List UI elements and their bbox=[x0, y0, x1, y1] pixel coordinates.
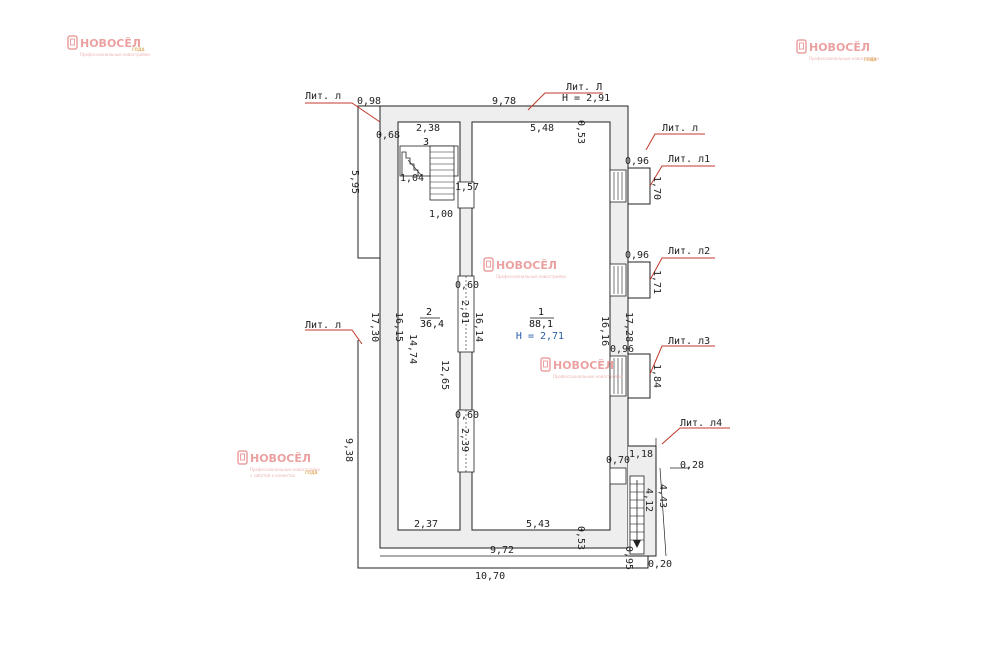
room-1-number: 1 bbox=[538, 307, 544, 318]
room-1-height: H = 2,71 bbox=[516, 331, 564, 342]
leader-lit-l2 bbox=[649, 257, 715, 281]
svg-text:НОВОСЁЛ: НОВОСЁЛ bbox=[496, 258, 557, 272]
dim-1-84: 1,84 bbox=[651, 364, 662, 388]
dim-1-18: 1,18 bbox=[629, 449, 653, 460]
leader-lit-L bbox=[527, 92, 603, 111]
leader-lit-l1 bbox=[649, 165, 715, 187]
dim-14-74: 14,74 bbox=[407, 334, 418, 364]
dim-9-38: 9,38 bbox=[343, 438, 354, 462]
dim-2-38: 2,38 bbox=[416, 123, 440, 134]
dim-2-39: 2,39 bbox=[459, 428, 470, 452]
dim-1-71: 1,71 bbox=[651, 270, 662, 294]
dim-4-12: 4,12 bbox=[643, 488, 654, 512]
svg-text:Профессиональные новостройки: Профессиональные новостройки bbox=[250, 467, 320, 472]
dim-1-00: 1,00 bbox=[429, 209, 453, 220]
svg-text:ГОДА: ГОДА bbox=[132, 47, 146, 52]
dim-0-53-bot: 0,53 bbox=[575, 526, 586, 550]
leader-lit-l-3 bbox=[305, 329, 363, 345]
svg-text:Профессиональные новостройки: Профессиональные новостройки bbox=[80, 52, 150, 57]
dim-0-68: 0,68 bbox=[376, 130, 400, 141]
dim-9-78: 9,78 bbox=[492, 96, 516, 107]
room-3-number: 3 bbox=[423, 137, 429, 148]
room-2-area: 36,4 bbox=[420, 319, 444, 330]
label-lit-l3: Лит. л3 bbox=[668, 336, 710, 347]
dim-0-53-top: 0,53 bbox=[575, 120, 586, 144]
dim-2-37: 2,37 bbox=[414, 519, 438, 530]
dim-0-60-b: 0,60 bbox=[455, 410, 479, 421]
svg-text:НОВОСЁЛ: НОВОСЁЛ bbox=[80, 36, 141, 50]
dim-0-70: 0,70 bbox=[606, 455, 630, 466]
stair-room-3 bbox=[399, 145, 459, 201]
dim-2-81: 2,81 bbox=[459, 300, 470, 324]
svg-text:НОВОСЁЛ: НОВОСЁЛ bbox=[250, 451, 311, 465]
leader-lit-l4 bbox=[661, 427, 730, 445]
dim-4-43: 4,43 bbox=[657, 484, 668, 508]
leader-lit-l3 bbox=[649, 345, 715, 375]
door-lower-right bbox=[609, 467, 627, 485]
watermark-center-lower: НОВОСЁЛ Профессиональные новостройки bbox=[540, 357, 623, 379]
dim-0-96-c: 0,96 bbox=[610, 344, 634, 355]
dim-17-28: 17,28 bbox=[623, 312, 634, 342]
svg-text:ГОДА: ГОДА bbox=[305, 470, 319, 475]
dim-0-28: 0,28 bbox=[680, 460, 704, 471]
label-lit-l-3: Лит. л bbox=[305, 320, 341, 331]
watermark-top-left: НОВОСЁЛ Профессиональные новостройки ГОД… bbox=[67, 35, 150, 57]
annex-l3 bbox=[628, 353, 651, 399]
annex-l1 bbox=[628, 167, 651, 205]
svg-text:НОВОСЁЛ: НОВОСЁЛ bbox=[809, 40, 870, 54]
dim-10-70: 10,70 bbox=[475, 571, 505, 582]
leader-lit-l-2 bbox=[645, 133, 705, 151]
svg-text:ГОДА: ГОДА bbox=[864, 57, 878, 62]
watermark-center: НОВОСЁЛ Профессиональные новостройки bbox=[483, 257, 566, 279]
outer-shell-outline bbox=[357, 105, 381, 259]
dim-0-95: 0,95 bbox=[623, 546, 634, 570]
dim-0-20: 0,20 bbox=[648, 559, 672, 570]
door-opening-top bbox=[457, 181, 475, 209]
label-lit-l1: Лит. л1 bbox=[668, 154, 710, 165]
label-lit-l-2: Лит. л bbox=[662, 123, 698, 134]
dim-0-60-a: 0,60 bbox=[455, 280, 479, 291]
dim-5-95: 5,95 bbox=[349, 170, 360, 194]
watermark-left: НОВОСЁЛ Профессиональные новостройки с з… bbox=[237, 450, 320, 478]
svg-text:НОВОСЁЛ: НОВОСЁЛ bbox=[553, 358, 614, 372]
dim-0-98: 0,98 bbox=[357, 96, 381, 107]
dim-1-57: 1,57 bbox=[455, 182, 479, 193]
dim-9-72: 9,72 bbox=[490, 545, 514, 556]
svg-text:Профессиональные новостройки: Профессиональные новостройки bbox=[809, 56, 879, 61]
svg-text:с заботой о клиентах: с заботой о клиентах bbox=[250, 473, 296, 478]
watermark-top-right: НОВОСЁЛ Профессиональные новостройки ГОД… bbox=[796, 39, 879, 62]
dim-0-96-b: 0,96 bbox=[625, 250, 649, 261]
svg-text:Профессиональные новостройки: Профессиональные новостройки bbox=[496, 274, 566, 279]
room-2-number: 2 bbox=[426, 307, 432, 318]
dim-1-04: 1,04 bbox=[400, 173, 424, 184]
dim-5-48: 5,48 bbox=[530, 123, 554, 134]
room-1-area: 88,1 bbox=[529, 319, 553, 330]
annex-l2 bbox=[628, 261, 651, 299]
label-lit-l-1: Лит. л bbox=[305, 91, 341, 102]
dim-5-43: 5,43 bbox=[526, 519, 550, 530]
dim-16-14: 16,14 bbox=[473, 312, 484, 342]
dim-16-15: 16,15 bbox=[393, 312, 404, 342]
leader-lit-l-1 bbox=[305, 102, 381, 123]
dim-12-65: 12,65 bbox=[439, 360, 450, 390]
svg-text:Профессиональные новостройки: Профессиональные новостройки bbox=[553, 374, 623, 379]
dim-16-16: 16,16 bbox=[599, 316, 610, 346]
dim-0-96-a: 0,96 bbox=[625, 156, 649, 167]
label-lit-l2: Лит. л2 bbox=[668, 246, 710, 257]
dim-1-70: 1,70 bbox=[651, 176, 662, 200]
label-lit-l4: Лит. л4 bbox=[680, 418, 722, 429]
label-lit-L: Лит. Л bbox=[566, 82, 602, 93]
dim-17-30: 17,30 bbox=[369, 312, 380, 342]
label-height-total: H = 2,91 bbox=[562, 93, 610, 104]
